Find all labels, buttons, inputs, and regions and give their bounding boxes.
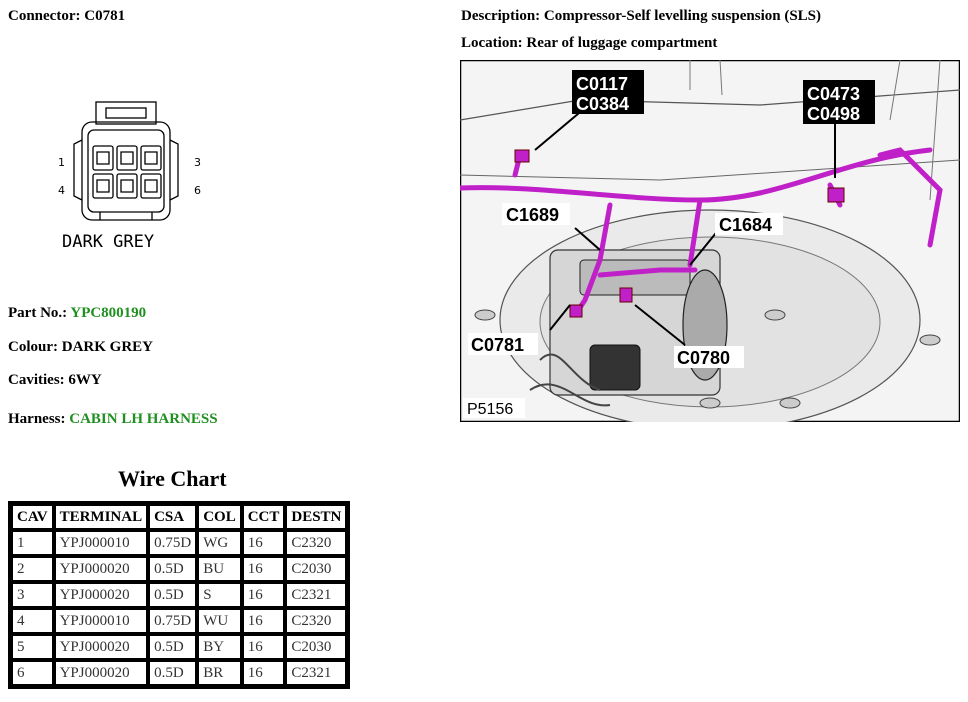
description-value: Compressor-Self levelling suspension (SL… [543, 8, 822, 24]
table-row: 2 YPJ000020 0.5D BU 16 C2030 [11, 556, 348, 582]
diagram-colour-text: DARK GREY [62, 232, 154, 252]
cell-cav: 2 [11, 556, 54, 582]
part-no-link[interactable]: YPC800190 [70, 305, 147, 321]
cell-cct: 16 [241, 556, 286, 582]
cavity-grid [92, 145, 162, 199]
callout-c0498: C0498 [807, 104, 860, 124]
part-no-label: Part No.: YPC800190 [8, 305, 147, 321]
table-row: 3 YPJ000020 0.5D S 16 C2321 [11, 582, 348, 608]
header-csa: CSA [148, 504, 198, 530]
location-value: Rear of luggage compartment [526, 35, 718, 51]
connector-face-diagram: 1 3 4 6 DARK GREY [58, 101, 201, 252]
cell-terminal: YPJ000020 [53, 660, 149, 686]
callout-c0780: C0780 [677, 348, 730, 368]
cell-destn: C2321 [285, 582, 348, 608]
cell-terminal: YPJ000020 [53, 634, 149, 660]
table-row: 5 YPJ000020 0.5D BY 16 C2030 [11, 634, 348, 660]
cell-csa: 0.75D [148, 608, 198, 634]
cell-cav: 5 [11, 634, 54, 660]
cell-col: BR [197, 660, 242, 686]
cell-csa: 0.5D [148, 660, 198, 686]
cell-cct: 16 [241, 660, 286, 686]
description-label: Description: Compressor-Self levelling s… [461, 8, 822, 24]
table-row: 6 YPJ000020 0.5D BR 16 C2321 [11, 660, 348, 686]
callout-c0473: C0473 [807, 84, 860, 104]
cell-cav: 6 [11, 660, 54, 686]
cell-destn: C2320 [285, 608, 348, 634]
callout-c0117: C0117 [576, 74, 628, 94]
pin-3-label: 3 [194, 156, 201, 169]
cell-cct: 16 [241, 634, 286, 660]
pin-4-label: 4 [58, 184, 65, 197]
cell-cav: 3 [11, 582, 54, 608]
table-row: 1 YPJ000010 0.75D WG 16 C2320 [11, 530, 348, 556]
cell-csa: 0.5D [148, 634, 198, 660]
pin-1-label: 1 [58, 156, 65, 169]
connector-label: Connector: C0781 [8, 8, 126, 24]
header-cav: CAV [11, 504, 54, 530]
cell-destn: C2320 [285, 530, 348, 556]
harness-label: Harness: CABIN LH HARNESS [8, 411, 218, 427]
callout-c1689: C1689 [506, 205, 559, 225]
cell-cav: 1 [11, 530, 54, 556]
cell-cct: 16 [241, 530, 286, 556]
cell-cct: 16 [241, 582, 286, 608]
cell-terminal: YPJ000020 [53, 582, 149, 608]
cell-col: WG [197, 530, 242, 556]
pin-6-label: 6 [194, 184, 201, 197]
header-terminal: TERMINAL [53, 504, 149, 530]
cell-col: WU [197, 608, 242, 634]
cavities-label: Cavities: 6WY [8, 372, 102, 388]
callout-c1684: C1684 [719, 215, 772, 235]
cell-cav: 4 [11, 608, 54, 634]
wire-chart-title: Wire Chart [118, 466, 227, 491]
wire-chart-table: CAV TERMINAL CSA COL CCT DESTN 1 YPJ0000… [8, 501, 351, 689]
connector-id: C0781 [84, 8, 126, 24]
colour-value: DARK GREY [61, 339, 154, 355]
cell-col: BU [197, 556, 242, 582]
location-photo: C0117 C0384 C0473 C0498 C1689 C1684 C078… [460, 60, 960, 422]
cell-terminal: YPJ000010 [53, 530, 149, 556]
cell-csa: 0.5D [148, 556, 198, 582]
header-col: COL [197, 504, 242, 530]
header-cct: CCT [241, 504, 286, 530]
colour-label: Colour: DARK GREY [8, 339, 154, 355]
cell-col: S [197, 582, 242, 608]
table-row: 4 YPJ000010 0.75D WU 16 C2320 [11, 608, 348, 634]
cell-csa: 0.75D [148, 530, 198, 556]
cell-destn: C2030 [285, 634, 348, 660]
header-destn: DESTN [285, 504, 348, 530]
cavities-value: 6WY [68, 372, 102, 388]
cell-destn: C2030 [285, 556, 348, 582]
figure-id: P5156 [467, 401, 513, 418]
cell-destn: C2321 [285, 660, 348, 686]
cell-terminal: YPJ000010 [53, 608, 149, 634]
callout-c0781: C0781 [471, 335, 524, 355]
cell-terminal: YPJ000020 [53, 556, 149, 582]
harness-link[interactable]: CABIN LH HARNESS [69, 411, 218, 427]
location-label: Location: Rear of luggage compartment [461, 35, 718, 51]
cell-col: BY [197, 634, 242, 660]
cell-csa: 0.5D [148, 582, 198, 608]
callout-c0384: C0384 [576, 94, 629, 114]
cell-cct: 16 [241, 608, 286, 634]
wire-chart-header-row: CAV TERMINAL CSA COL CCT DESTN [11, 504, 348, 530]
